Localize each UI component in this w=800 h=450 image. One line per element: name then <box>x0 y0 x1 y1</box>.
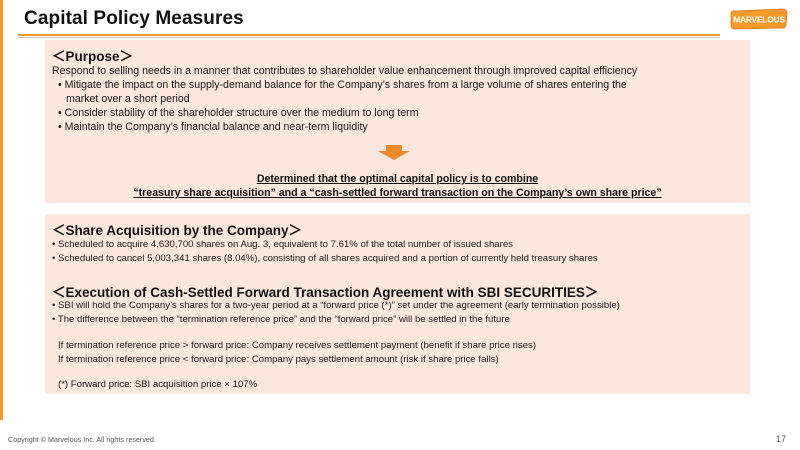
forward-condition-rise: If termination reference price > forward… <box>58 340 537 351</box>
down-arrow-icon <box>378 145 410 160</box>
title-rule-gray <box>18 37 720 38</box>
title-rule-orange <box>18 34 720 36</box>
forward-bullet-2: • The difference between the “terminatio… <box>52 314 510 325</box>
forward-heading: ＜Execution of Cash-Settled Forward Trans… <box>52 285 599 300</box>
purpose-bullet-3: • Maintain the Company’s financial balan… <box>58 121 368 133</box>
forward-bullet-1: • SBI will hold the Company’s shares for… <box>52 300 620 311</box>
forward-price-note: (*) Forward price: SBI acquisition price… <box>58 379 258 390</box>
left-accent-bar <box>0 0 3 420</box>
forward-condition-fall: If termination reference price < forward… <box>58 354 499 365</box>
logo-text: MARVELOUS <box>733 15 785 25</box>
acquisition-bullet-2: • Scheduled to cancel 5,003,341 shares (… <box>52 253 598 264</box>
copyright-footer: Copyright © Marvelous Inc. All rights re… <box>8 435 156 444</box>
acquisition-heading: ＜Share Acquisition by the Company＞ <box>52 223 303 238</box>
slide-title: Capital Policy Measures <box>24 8 244 29</box>
details-panel <box>45 214 750 394</box>
purpose-bullet-2: • Consider stability of the shareholder … <box>58 107 419 119</box>
conclusion-line-1: Determined that the optimal capital poli… <box>256 173 539 185</box>
purpose-heading: ＜Purpose＞ <box>52 49 134 64</box>
page-number: 17 <box>776 434 787 444</box>
purpose-bullet-1-cont: market over a short period <box>66 93 190 105</box>
purpose-bullet-1: • Mitigate the impact on the supply-dema… <box>58 79 627 91</box>
marvelous-logo: MARVELOUS <box>730 8 788 30</box>
conclusion-line-2: “treasury share acquisition” and a “cash… <box>133 187 662 199</box>
acquisition-bullet-1: • Scheduled to acquire 4,630,700 shares … <box>52 239 513 250</box>
purpose-intro: Respond to selling needs in a manner tha… <box>52 65 638 77</box>
purpose-panel <box>45 40 750 203</box>
